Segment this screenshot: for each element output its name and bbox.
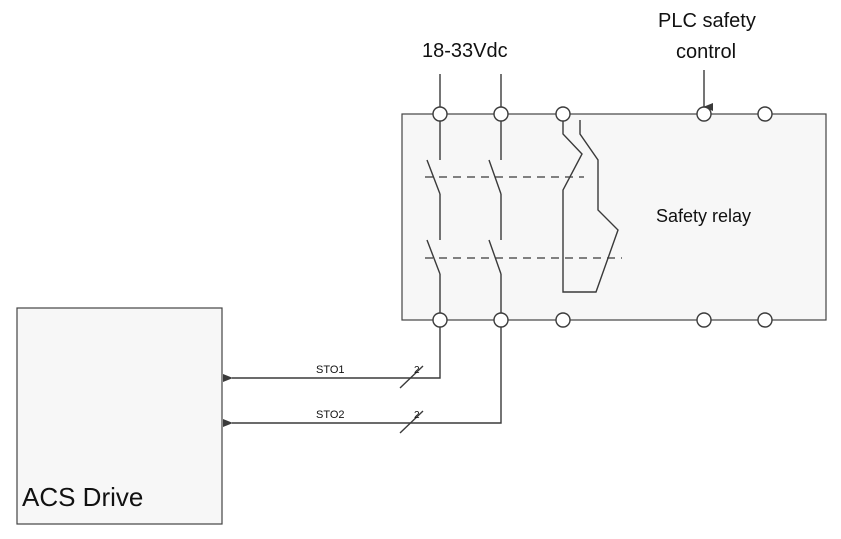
safety-relay-label: Safety relay (656, 206, 751, 226)
acs-drive-box (16, 307, 223, 525)
sto2-wire (223, 327, 502, 427)
sto2-label: STO2 (316, 409, 345, 421)
sto1-wire (223, 327, 441, 382)
terminal-bottom-5 (757, 312, 773, 328)
terminal-top-1 (432, 106, 448, 122)
terminal-top-5 (757, 106, 773, 122)
terminal-bottom-3 (555, 312, 571, 328)
relay-actuator-symbol (562, 120, 619, 293)
safety-relay-box (401, 113, 827, 321)
contact-1-upper-blade (426, 159, 441, 195)
plc-label-line2: control (676, 41, 736, 63)
terminal-bottom-1 (432, 312, 448, 328)
terminal-top-2 (493, 106, 509, 122)
sto2-conductor-count: 2 (414, 410, 420, 421)
sto1-label: STO1 (316, 364, 345, 376)
terminal-top-4 (696, 106, 712, 122)
terminal-bottom-2 (493, 312, 509, 328)
terminal-bottom-4 (696, 312, 712, 328)
plc-label-line1: PLC safety (658, 10, 756, 32)
sto1-conductor-slash (399, 365, 424, 389)
contact-1-lower-blade (426, 239, 441, 275)
acs-drive-label: ACS Drive (22, 482, 143, 512)
sto2-conductor-slash (399, 410, 424, 434)
contact-2-lower-blade (488, 239, 502, 275)
sto1-conductor-count: 2 (414, 365, 420, 376)
terminal-top-3 (555, 106, 571, 122)
supply-voltage-label: 18-33Vdc (422, 40, 508, 62)
